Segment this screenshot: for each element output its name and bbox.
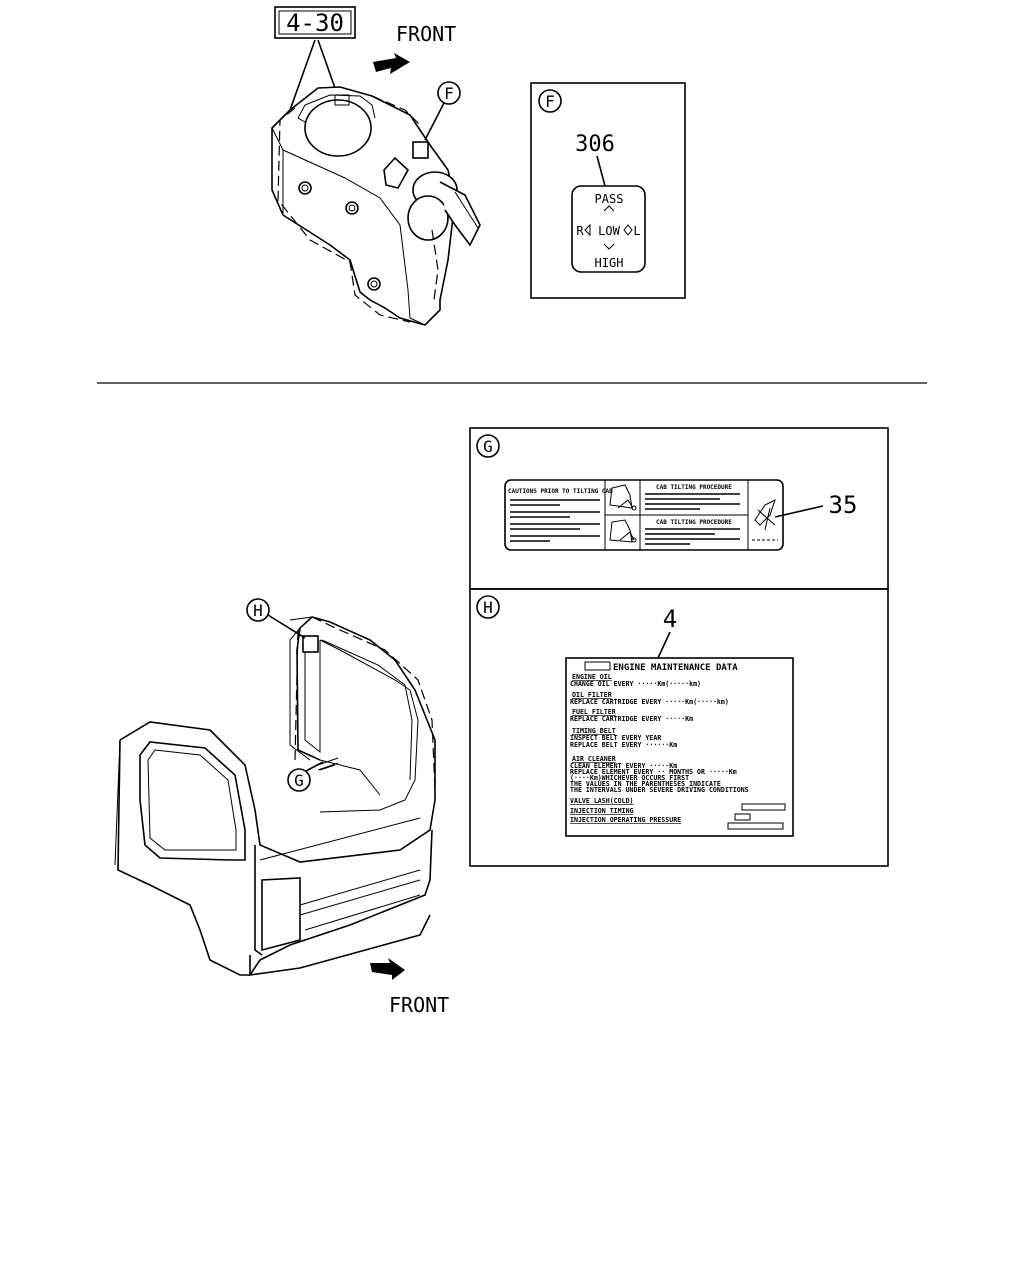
callout-h-letter: H bbox=[253, 601, 263, 620]
label-line: AIR CLEANER bbox=[572, 755, 616, 763]
tilt-heading-2-text: CAB TILTING PROCEDURE bbox=[656, 519, 732, 526]
label-line: ENGINE OIL bbox=[572, 673, 612, 681]
switch-high-text: HIGH bbox=[595, 256, 624, 270]
engine-maintenance-label: ENGINE MAINTENANCE DATA ENGINE OILCHANGE… bbox=[565, 657, 794, 837]
label-line: THE VALUES IN THE PARENTHESES INDICATE bbox=[570, 780, 721, 788]
callout-h[interactable]: H bbox=[246, 598, 306, 639]
leader-4 bbox=[657, 631, 671, 659]
detail-f-badge-letter: F bbox=[545, 92, 555, 111]
label-line: (····Km)WHICHEVER OCCURS FIRST bbox=[570, 774, 689, 782]
dimmer-switch-label: PASS R LOW L HIGH bbox=[571, 185, 646, 273]
label-line: VALVE LASH(COLD) bbox=[570, 797, 634, 805]
truck-cab-drawing bbox=[114, 616, 436, 976]
label-line: INSPECT BELT EVERY YEAR bbox=[570, 734, 661, 742]
label-location-h bbox=[302, 635, 319, 653]
front-label-bottom: FRONT bbox=[389, 993, 449, 1017]
detail-f-panel: F 306 PASS R LOW L HIGH bbox=[530, 82, 686, 299]
combination-switch-housing-drawing bbox=[271, 86, 481, 326]
part-number-4[interactable]: 4 bbox=[663, 605, 677, 633]
ref-box-label: 4-30 bbox=[286, 9, 344, 37]
ref-box-4-30[interactable]: 4-30 bbox=[274, 6, 356, 39]
front-arrow-top-icon bbox=[373, 53, 410, 74]
switch-up-caret-icon bbox=[603, 205, 615, 212]
front-arrow-bottom-icon bbox=[370, 958, 405, 980]
label-line: CLEAN ELEMENT EVERY ·····Km bbox=[570, 762, 677, 770]
label-line: TIMING BELT bbox=[572, 727, 616, 735]
part-number-35[interactable]: 35 bbox=[829, 491, 858, 519]
detail-g-panel: G CAUTIONS PRIOR TO TILTING CAB CAB TILT… bbox=[469, 427, 889, 590]
callout-g-letter: G bbox=[294, 771, 304, 790]
detail-f-badge bbox=[538, 89, 562, 113]
leader-306 bbox=[596, 155, 606, 187]
label-title: ENGINE MAINTENANCE DATA bbox=[613, 663, 738, 673]
switch-low-text: LOW bbox=[598, 224, 620, 238]
switch-r-text: R bbox=[576, 224, 584, 238]
label-line: INJECTION TIMING bbox=[570, 807, 634, 815]
switch-l-text: L bbox=[633, 224, 640, 238]
label-value-boxes bbox=[727, 803, 786, 830]
cab-tilt-diagram-icon bbox=[609, 484, 637, 543]
tilt-lever-icon bbox=[752, 499, 778, 541]
detail-h-panel: H 4 ENGINE MAINTENANCE DATA ENGINE OILCH… bbox=[469, 588, 889, 867]
top-section: 4-30 FRONT bbox=[271, 6, 686, 326]
label-line: CHANGE OIL EVERY ·····Km(·····km) bbox=[570, 680, 701, 688]
label-line: THE INTERVALS UNDER SEVERE DRIVING CONDI… bbox=[570, 786, 749, 794]
label-location-g bbox=[317, 757, 339, 771]
cab-tilt-caution-label: CAUTIONS PRIOR TO TILTING CAB CAB TILTIN… bbox=[504, 479, 784, 551]
caution-heading-text: CAUTIONS PRIOR TO TILTING CAB bbox=[508, 488, 613, 495]
switch-left-marker-icon bbox=[584, 223, 591, 237]
tilt-heading-1-text: CAB TILTING PROCEDURE bbox=[656, 484, 732, 491]
callout-g[interactable]: G bbox=[287, 761, 324, 792]
label-line: REPLACE ELEMENT EVERY ·· MONTHS OR ·····… bbox=[570, 768, 737, 776]
label-line: OIL FILTER bbox=[572, 691, 612, 699]
label-line: REPLACE BELT EVERY ······Km bbox=[570, 741, 677, 749]
detail-h-badge bbox=[476, 595, 500, 619]
switch-pass-text: PASS bbox=[595, 192, 624, 206]
callout-f[interactable]: F bbox=[424, 81, 461, 141]
front-label-top: FRONT bbox=[396, 22, 456, 46]
switch-right-marker-icon bbox=[623, 224, 633, 236]
detail-h-badge-letter: H bbox=[483, 598, 493, 617]
switch-down-caret-icon bbox=[603, 243, 615, 250]
detail-g-badge-letter: G bbox=[483, 437, 493, 456]
label-title-box bbox=[584, 661, 611, 671]
part-number-306[interactable]: 306 bbox=[575, 132, 615, 157]
procedure-text-lines bbox=[645, 493, 740, 545]
label-line: REPLACE CARTRIDGE EVERY ·····Km bbox=[570, 715, 693, 723]
detail-g-badge bbox=[476, 434, 500, 458]
ref-leader-lines bbox=[289, 39, 336, 111]
bottom-section: H G FRONT G CAUTIONS PRIOR TO TILTING bbox=[114, 427, 889, 1017]
caution-text-lines bbox=[510, 499, 600, 542]
label-line: FUEL FILTER bbox=[572, 708, 616, 716]
label-line: REPLACE CARTRIDGE EVERY ·····Km(·····km) bbox=[570, 698, 729, 706]
leader-35 bbox=[774, 505, 824, 518]
label-line: INJECTION OPERATING PRESSURE bbox=[570, 816, 681, 824]
callout-f-letter: F bbox=[444, 84, 454, 103]
